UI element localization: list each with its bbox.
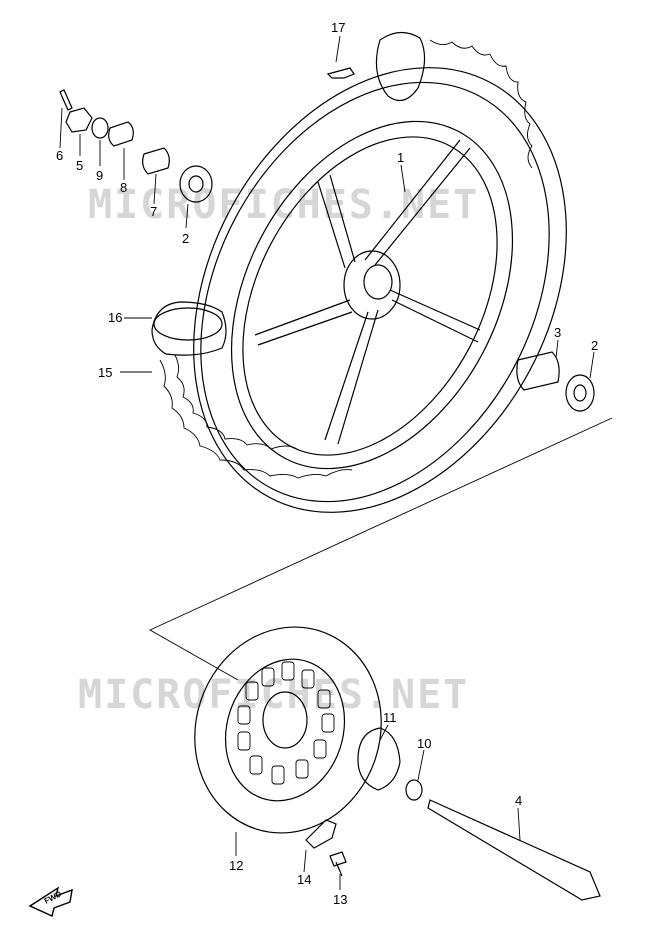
disc-inner-ring	[224, 658, 346, 802]
speedometer-gearbox	[357, 727, 401, 791]
disc-center	[262, 691, 308, 749]
rim-band-opening	[153, 307, 223, 341]
callout-1: 1	[397, 150, 404, 165]
tire-tread-top	[429, 39, 533, 169]
callout-6: 6	[56, 148, 63, 163]
callout-9: 9	[96, 168, 103, 183]
spacer	[108, 121, 134, 147]
callout-leaders	[59, 35, 595, 890]
disc-outer	[194, 626, 382, 834]
front-axle	[427, 799, 601, 901]
callout-5: 5	[76, 158, 83, 173]
tire-inner-edge	[200, 81, 550, 503]
inner-tube-top	[375, 31, 426, 102]
tire-outer	[193, 67, 567, 513]
left-axle-parts	[59, 89, 213, 203]
wheel-hub	[343, 250, 401, 320]
callout-15: 15	[98, 365, 112, 380]
axle-nut	[65, 107, 93, 133]
callout-4: 4	[515, 793, 522, 808]
bearing-left	[179, 165, 213, 203]
callout-16: 16	[108, 310, 122, 325]
watermark-top: MICROFICHES.NET	[88, 182, 479, 228]
cotter-pin	[59, 89, 73, 111]
callout-14: 14	[297, 872, 311, 887]
bearing-right	[565, 374, 595, 412]
rim-inner	[242, 136, 498, 456]
fwd-arrow-icon: FWD	[28, 886, 73, 917]
callout-7: 7	[150, 204, 157, 219]
callout-12: 12	[229, 858, 243, 873]
callout-labels: 1 2 2 3 4 5 6 7 8 9 10 11 12 13 14 15 16…	[56, 20, 598, 907]
callout-11: 11	[383, 710, 397, 725]
front-wheel	[151, 31, 567, 513]
lock-plate	[305, 819, 337, 849]
callout-13: 13	[333, 892, 347, 907]
callout-8: 8	[120, 180, 127, 195]
watermark-bottom: MICROFICHES.NET	[78, 672, 469, 718]
valve	[326, 67, 355, 79]
tire-tread-bottom	[159, 359, 353, 479]
right-axle-parts	[516, 351, 595, 412]
assembly-plane-line	[149, 417, 613, 681]
washer	[91, 117, 109, 139]
rim-outer	[230, 120, 514, 470]
hub-bore	[363, 264, 393, 300]
callout-2a: 2	[182, 231, 189, 246]
bolt	[329, 851, 347, 877]
washer-10	[405, 779, 423, 801]
callout-10: 10	[417, 736, 431, 751]
brake-disc	[194, 626, 382, 834]
wheel-spokes	[254, 139, 481, 445]
collar	[142, 147, 170, 175]
spacer-right	[516, 351, 560, 391]
rim-band	[151, 301, 227, 356]
disc-cutouts	[237, 661, 335, 785]
tire-tread-bottom-2	[174, 354, 298, 450]
callout-17: 17	[331, 20, 345, 35]
callout-2b: 2	[591, 338, 598, 353]
callout-3: 3	[554, 325, 561, 340]
